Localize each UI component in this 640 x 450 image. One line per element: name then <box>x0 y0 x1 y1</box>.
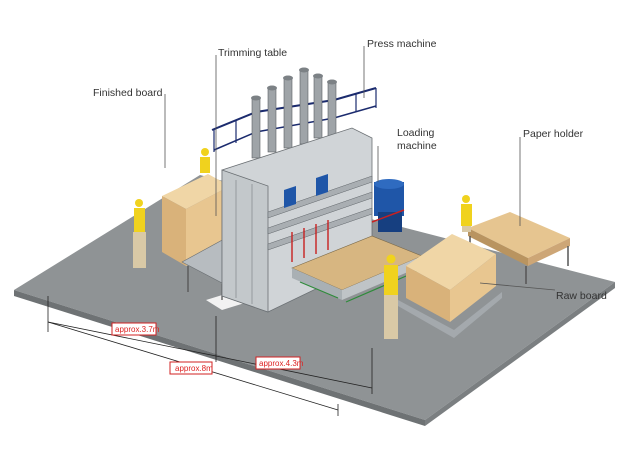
worker-right <box>461 195 472 232</box>
worker-front <box>384 254 398 339</box>
label-paper-holder: Paper holder <box>523 128 584 140</box>
dimension-total-text: approx.8m <box>175 364 213 373</box>
dimension-left-text: approx.3.7m <box>115 325 160 334</box>
label-loading-machine-line1: Loading <box>397 127 435 139</box>
dimension-left-box: approx.3.7m <box>111 322 160 336</box>
label-finished-board: Finished board <box>93 87 163 99</box>
paper-holder-table <box>468 212 570 284</box>
label-raw-board: Raw board <box>556 290 607 302</box>
dimension-total-box: approx.8m <box>169 361 213 375</box>
dimension-right-text: approx.4.3m <box>259 359 304 368</box>
label-press-machine: Press machine <box>367 38 437 50</box>
label-loading-machine-line2: machine <box>397 140 437 152</box>
label-trimming-table: Trimming table <box>218 47 288 59</box>
dimension-right-box: approx.4.3m <box>255 356 304 370</box>
dimension-lines <box>47 296 373 416</box>
raw-board-stack <box>398 234 502 338</box>
worker-left <box>133 199 146 268</box>
leader-lines <box>164 46 556 291</box>
press-machine <box>211 67 377 313</box>
worker-back <box>200 148 210 173</box>
loading-machine <box>371 179 405 232</box>
